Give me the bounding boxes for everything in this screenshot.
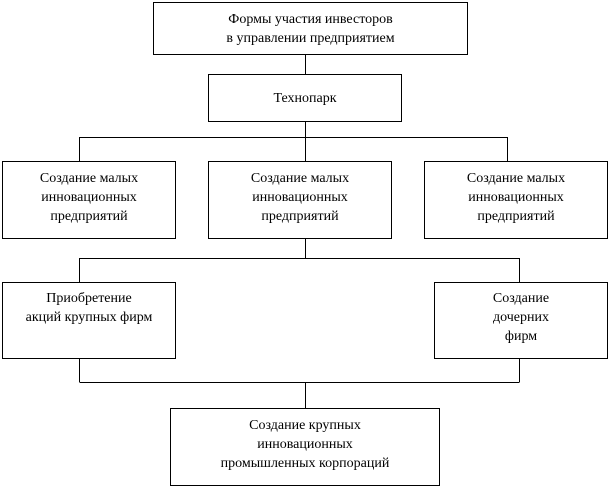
box-text-line: в управлении предприятием xyxy=(226,31,395,46)
box-text-line: Приобретение xyxy=(46,291,132,306)
box-text-line: предприятий xyxy=(50,209,128,224)
box-text-line: Создание малых xyxy=(250,171,350,186)
box-text-line: Технопарк xyxy=(273,90,337,106)
box-text-line: Создание xyxy=(492,291,550,306)
large-corporation-creation-box: Создание крупных инновационных промышлен… xyxy=(170,408,440,486)
box-text-line: Создание малых xyxy=(39,171,139,186)
box-text-line: предприятий xyxy=(477,209,555,224)
small-enterprise-box-middle: Создание малых инновационных предприятий xyxy=(208,161,392,239)
share-acquisition-box: Приобретение акций крупных фирм xyxy=(2,282,176,359)
box-text-line: Создание малых xyxy=(466,171,566,186)
box-text-line: предприятий xyxy=(261,209,339,224)
small-enterprise-box-left: Создание малых инновационных предприятий xyxy=(2,161,176,239)
box-text-line: фирм xyxy=(504,329,538,344)
box-text-line: инновационных xyxy=(257,437,353,452)
box-text-line: инновационных xyxy=(252,190,348,205)
box-text-line: акций крупных фирм xyxy=(25,310,153,325)
box-text-line: Создание крупных xyxy=(249,418,361,433)
box-text-line: инновационных xyxy=(41,190,137,205)
technopark-box: Технопарк xyxy=(208,74,402,122)
box-text-line: промышленных корпораций xyxy=(220,456,390,471)
investor-participation-forms-box: Формы участия инвесторов в управлении пр… xyxy=(153,2,468,55)
box-text-line: дочерних xyxy=(493,310,549,325)
small-enterprise-box-right: Создание малых инновационных предприятий xyxy=(424,161,608,239)
box-text-line: Формы участия инвесторов xyxy=(228,12,393,27)
box-text-line: инновационных xyxy=(468,190,564,205)
subsidiary-creation-box: Создание дочерних фирм xyxy=(434,282,608,359)
